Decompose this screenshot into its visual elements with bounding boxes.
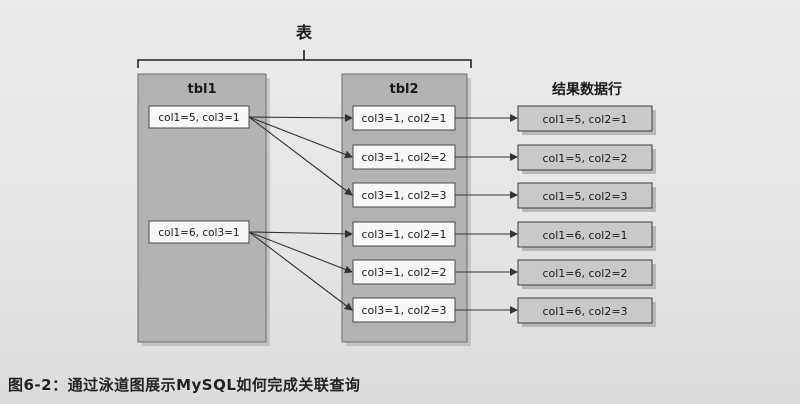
tbl2-row-3: col3=1, col2=3 — [352, 182, 456, 208]
join-arrow — [248, 116, 353, 159]
result-row-6-text: col1=6, col2=3 — [542, 305, 627, 318]
figure-caption: 图6-2：通过泳道图展示MySQL如何完成关联查询 — [8, 376, 361, 394]
result-row-5: col1=6, col2=2 — [517, 259, 656, 289]
tbl2-row-1: col3=1, col2=1 — [352, 105, 456, 131]
tbl2-row-4-text: col3=1, col2=1 — [361, 228, 446, 241]
result-row-5-text: col1=6, col2=2 — [542, 267, 627, 280]
tbl1-row-2: col1=6, col3=1 — [148, 220, 250, 244]
tbl1-row-2-text: col1=6, col3=1 — [158, 227, 239, 239]
result-title: 结果数据行 — [552, 81, 622, 98]
tbl2-row-5-text: col3=1, col2=2 — [361, 266, 446, 279]
tbl2-row-3-text: col3=1, col2=3 — [361, 189, 446, 202]
result-row-2-text: col1=5, col2=2 — [542, 152, 627, 165]
tbl2-row-6: col3=1, col2=3 — [352, 297, 456, 323]
tbl1-row-1: col1=5, col3=1 — [148, 105, 250, 129]
result-row-6: col1=6, col2=3 — [517, 297, 656, 327]
join-arrow — [248, 231, 353, 311]
tbl2-row-2-text: col3=1, col2=2 — [361, 151, 446, 164]
tbl2-row-6-text: col3=1, col2=3 — [361, 304, 446, 317]
bracket-label: 表 — [295, 23, 313, 42]
join-arrow — [248, 229, 353, 238]
tbl2-row-1-text: col3=1, col2=1 — [361, 112, 446, 125]
result-row-3-text: col1=5, col2=3 — [542, 190, 627, 203]
table-bracket — [137, 50, 472, 68]
result-row-3: col1=5, col2=3 — [517, 182, 656, 212]
result-row-4-text: col1=6, col2=1 — [542, 229, 627, 242]
join-arrow — [248, 116, 353, 196]
result-row-1: col1=5, col2=1 — [517, 105, 656, 135]
result-row-2: col1=5, col2=2 — [517, 144, 656, 174]
result-row-4: col1=6, col2=1 — [517, 221, 656, 251]
connector-lines — [248, 113, 518, 314]
tbl2-row-5: col3=1, col2=2 — [352, 259, 456, 285]
result-row-1-text: col1=5, col2=1 — [542, 113, 627, 126]
tbl2-row-4: col3=1, col2=1 — [352, 221, 456, 247]
join-arrow — [248, 231, 353, 274]
tbl1-title: tbl1 — [187, 82, 216, 97]
tbl1-row-1-text: col1=5, col3=1 — [158, 112, 239, 124]
tbl2-title: tbl2 — [389, 82, 418, 97]
join-arrow — [248, 113, 353, 122]
tbl2-row-2: col3=1, col2=2 — [352, 144, 456, 170]
